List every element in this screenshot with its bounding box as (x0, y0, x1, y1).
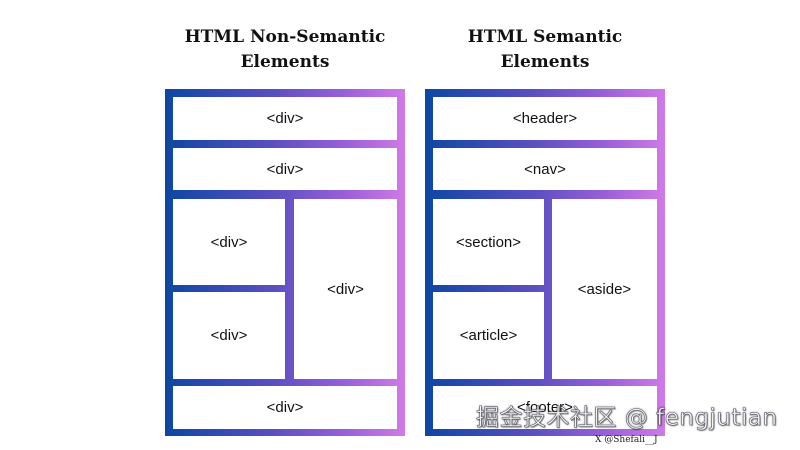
semantic-title-line1: HTML Semantic (467, 27, 623, 47)
semantic-section-box: <section> (433, 199, 544, 285)
author-credit: X @Shefali__J (595, 435, 658, 445)
semantic-footer-box: <footer> (433, 386, 657, 429)
watermark-text: 掘金技术社区 @ fengjutian (476, 405, 778, 432)
non-semantic-div-left-top: <div> (173, 199, 285, 285)
non-semantic-layout-diagram: <div> <div> <div> <div> <div> <div> (165, 89, 405, 436)
semantic-article-box: <article> (433, 292, 544, 379)
semantic-title-line2: Elements (500, 52, 590, 72)
non-semantic-title: HTML Non-Semantic Elements (165, 25, 405, 75)
semantic-header-box: <header> (433, 97, 657, 140)
non-semantic-title-line1: HTML Non-Semantic (184, 27, 386, 47)
non-semantic-title-line2: Elements (240, 52, 330, 72)
non-semantic-div-side: <div> (294, 199, 397, 379)
semantic-aside-box: <aside> (552, 199, 657, 379)
non-semantic-div-footer: <div> (173, 386, 397, 429)
semantic-title: HTML Semantic Elements (425, 25, 665, 75)
semantic-layout-diagram: <header> <nav> <section> <article> <asid… (425, 89, 665, 436)
semantic-nav-box: <nav> (433, 148, 657, 190)
non-semantic-div-row2: <div> (173, 148, 397, 190)
non-semantic-div-row1: <div> (173, 97, 397, 140)
non-semantic-div-left-bottom: <div> (173, 292, 285, 379)
